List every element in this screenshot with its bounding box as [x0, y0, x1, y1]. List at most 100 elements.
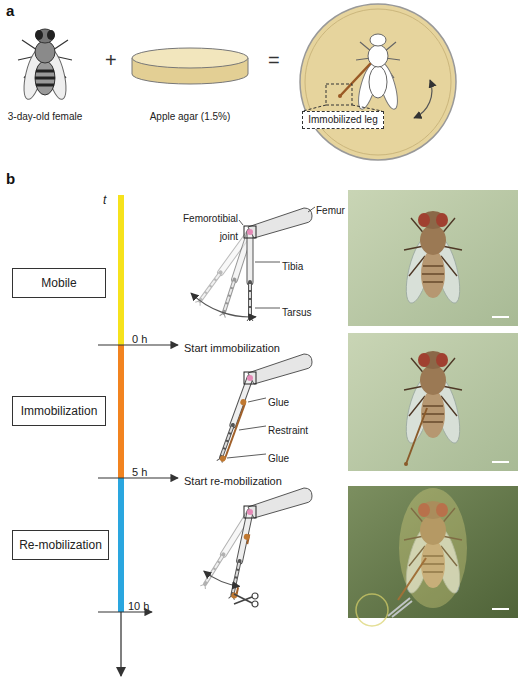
box-text: Immobilized leg	[308, 114, 377, 126]
time-label-holder: 0 h	[132, 329, 147, 347]
sample-label: 3-day-old female	[8, 111, 82, 122]
immobilized-leg-part-part	[217, 377, 253, 463]
photo-mobile-part	[348, 190, 518, 326]
remobilized-leg-part	[204, 571, 240, 586]
remobilized-leg-part	[244, 488, 312, 518]
time-label-holder: 5 h	[132, 462, 147, 480]
photo-remobilized-part	[492, 608, 509, 610]
mobile-leg	[191, 207, 315, 321]
dish-with-fly-part	[326, 84, 352, 105]
part-label-holder: Tibia	[282, 256, 303, 274]
phase-box: Mobile	[12, 268, 106, 298]
photo-immobilized-part	[401, 351, 465, 445]
scissors-icon-part	[234, 594, 252, 604]
fly-icon-part	[47, 30, 55, 40]
petri-dish-part	[132, 48, 248, 68]
box-text: Immobilization	[21, 404, 98, 418]
photo-immobilized-part	[348, 333, 518, 471]
immobilized-leg-part	[227, 398, 266, 458]
immobilized-leg-part-part	[225, 403, 246, 459]
immobilized-leg-part	[244, 354, 312, 384]
part-label: Glue	[268, 397, 289, 408]
panel-letter-holder: b	[6, 170, 15, 188]
timeline-bar-part	[118, 345, 124, 478]
dish-with-fly-part	[414, 80, 432, 118]
photo-mobile-part	[492, 316, 509, 318]
immobilized-leg-part-part	[219, 455, 227, 463]
part-label-holder: Femorotibial joint	[172, 208, 238, 244]
sample-label: Apple agar (1.5%)	[150, 111, 231, 122]
photo-remobilized-part	[399, 488, 467, 608]
timeline-bar-part	[118, 195, 124, 345]
photo-mobile	[348, 190, 518, 326]
panel-letter: b	[6, 170, 15, 187]
dish-with-fly-part	[340, 64, 370, 96]
phase-box: Immobilization	[12, 396, 106, 426]
photo-remobilized-part	[348, 486, 518, 618]
operator-sign-holder: +	[105, 48, 117, 72]
box-text: Re-mobilization	[19, 538, 102, 552]
mobile-leg-part	[244, 208, 312, 238]
phase-box: Re-mobilization	[12, 530, 109, 560]
immobilized-leg	[217, 354, 312, 463]
part-label: Restraint	[268, 425, 308, 436]
fly-icon-part	[35, 41, 55, 63]
part-label: Tarsus	[282, 307, 311, 318]
sample-label-holder: Apple agar (1.5%)	[150, 106, 231, 124]
part-label: Femur	[316, 205, 345, 216]
scissors-icon-part	[252, 593, 258, 599]
event-label: Start immobilization	[184, 342, 280, 354]
event-label-holder: Start re-mobilization	[184, 471, 282, 489]
dish-with-fly	[300, 4, 456, 160]
operator-sign: =	[268, 49, 280, 71]
photo-immobilized-part	[406, 408, 427, 464]
part-label-holder: Glue	[268, 392, 289, 410]
immobilized-leg-part	[217, 377, 255, 463]
event-label: Start re-mobilization	[184, 475, 282, 487]
fly-icon-part	[35, 61, 55, 95]
part-label: Glue	[268, 453, 289, 464]
photo-remobilized-part	[398, 558, 426, 600]
part-label-holder: Glue	[268, 448, 289, 466]
fly-icon-part	[35, 71, 55, 85]
box-text: Mobile	[41, 276, 76, 290]
part-label: Tibia	[282, 261, 303, 272]
dish-with-fly-part	[370, 34, 386, 46]
time-label: 10 h	[128, 600, 149, 612]
fly-icon	[18, 29, 72, 101]
photo-remobilized-part	[388, 598, 412, 617]
part-label-holder: Femur	[316, 200, 345, 218]
remobilized-leg-part-part	[243, 533, 250, 540]
scissors-icon	[234, 593, 258, 607]
dish-with-fly-part	[369, 66, 387, 98]
photo-remobilized-part	[356, 594, 388, 626]
operator-sign: +	[105, 49, 117, 71]
time-label-holder: 10 h	[128, 596, 149, 614]
photo-immobilized	[348, 333, 518, 471]
sample-label-holder: 3-day-old female	[8, 106, 82, 124]
fly-icon-part	[36, 29, 54, 43]
timeline-bar	[118, 195, 124, 676]
remobilized-leg	[200, 488, 312, 607]
callout-box: Immobilized leg	[302, 111, 384, 129]
panel-letter: a	[6, 2, 14, 19]
scissors-icon-part	[252, 601, 258, 607]
panel-letter-holder: a	[6, 2, 14, 20]
photo-immobilized-part	[404, 462, 408, 466]
remobilized-leg-part	[229, 511, 255, 600]
part-label-holder: Restraint	[268, 420, 308, 438]
event-label-holder: Start immobilization	[184, 338, 280, 356]
timeline-bar-part	[118, 478, 124, 612]
photo-immobilized-part	[492, 461, 509, 463]
part-label-holder: Tarsus	[282, 302, 311, 320]
axis-label-holder: t	[103, 190, 106, 208]
timeline-bar-part	[120, 612, 122, 676]
mobile-leg-part	[247, 232, 253, 321]
remobilized-leg-part-part	[229, 511, 253, 599]
time-arrows	[98, 345, 178, 612]
photo-remobilized	[348, 486, 518, 626]
photo-mobile-part	[401, 211, 465, 305]
dish-with-fly-part	[300, 4, 456, 160]
axis-label: t	[103, 193, 106, 207]
